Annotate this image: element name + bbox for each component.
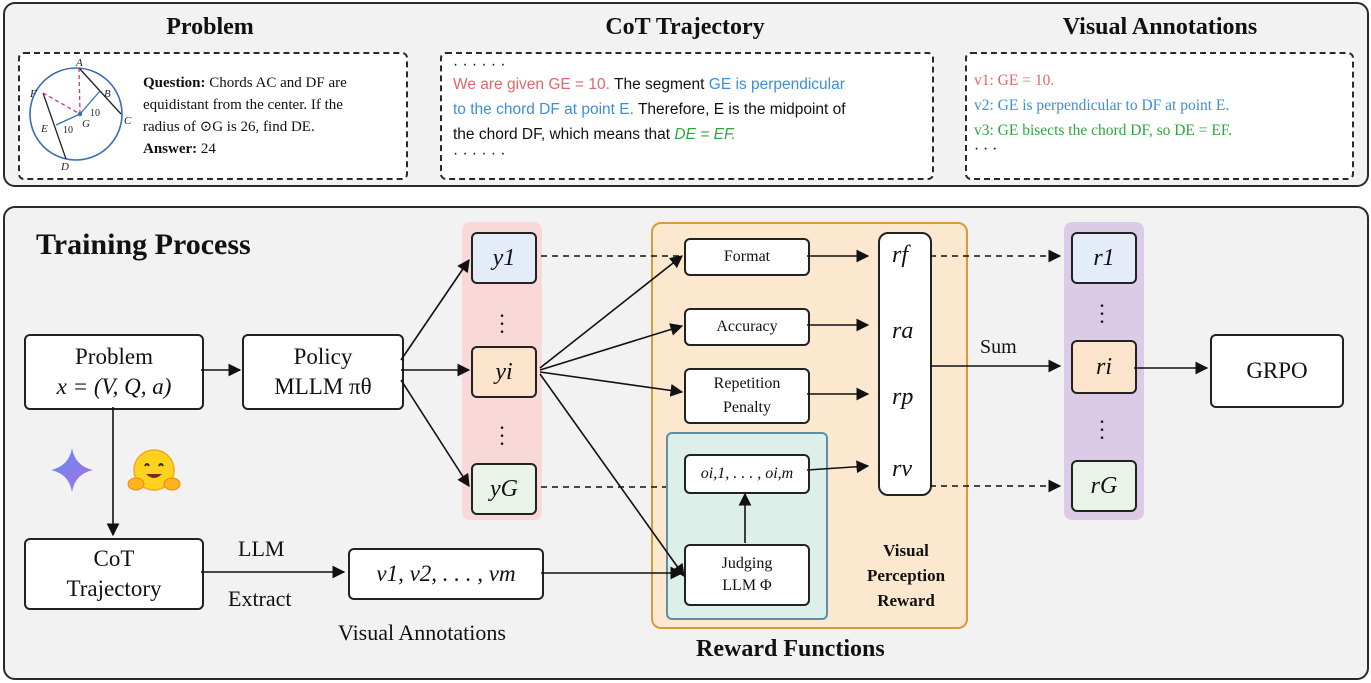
r-v-label: rv [892, 456, 912, 482]
question-line-1: Chords AC and DF are [209, 75, 347, 91]
r-f-label: rf [892, 242, 909, 268]
yG-node: yG [471, 463, 537, 515]
r-upper-dots: ··· [1098, 293, 1106, 334]
cot-text: · · · · · · We are given GE = 10. The se… [453, 56, 846, 162]
visual-annotations-box [965, 52, 1354, 180]
grpo-node: GRPO [1210, 334, 1344, 408]
cot-therefore-text: Therefore, E is the midpoint of [633, 101, 846, 118]
visual-annotations-caption: Visual Annotations [338, 620, 506, 645]
visual-annotations-node: v1, v2, . . . , vm [348, 548, 544, 600]
question-line-3: radius of ⊙G is 26, find DE. [143, 119, 315, 135]
cot-node-label-2: Trajectory [66, 576, 162, 601]
cot-trajectory-node: CoT Trajectory [24, 538, 204, 610]
sum-label: Sum [980, 336, 1017, 358]
penalty-label: Penalty [723, 399, 771, 416]
judging-label: Judging [721, 555, 773, 573]
cot-given: We are given GE = 10. [453, 76, 610, 93]
vpr-line-2: Perception [866, 566, 946, 585]
annotation-v3: v3: GE bisects the chord DF, so DE = EF. [974, 122, 1233, 139]
cot-node-label-1: CoT [93, 546, 135, 572]
y-upper-dots: ··· [498, 303, 506, 344]
y1-node: y1 [471, 232, 537, 284]
accuracy-reward-node: Accuracy [684, 308, 810, 346]
policy-node: Policy MLLM πθ [242, 334, 404, 410]
question-line-2: equidistant from the center. If the [143, 97, 343, 113]
cot-chord-point: to the chord DF at point E. [453, 101, 634, 118]
format-reward-node: Format [684, 238, 810, 276]
judging-llm-node: Judging LLM Φ [684, 544, 810, 606]
r1-node: r1 [1071, 232, 1137, 284]
problem-node-label: Problem [75, 344, 153, 370]
problem-node: Problem x = (V, Q, a) [24, 334, 204, 410]
cot-dots-top: · · · · · · [453, 56, 506, 73]
cot-perpendicular: GE is perpendicular [708, 76, 845, 93]
cot-equal: DE = EF. [674, 126, 736, 143]
repetition-label: Repetition [713, 375, 781, 392]
visual-perception-reward-label: Visual Perception Reward [858, 538, 954, 613]
r-a-label: ra [892, 318, 914, 344]
visual-annotations-list: v1: GE = 10. v2: GE is perpendicular to … [974, 68, 1232, 157]
vpr-line-3: Reward [877, 591, 935, 610]
extract-label: Extract [228, 586, 292, 611]
training-title: Training Process [36, 228, 251, 261]
cot-segment-text: The segment [609, 76, 709, 93]
visual-annotations-title: Visual Annotations [1062, 14, 1258, 40]
ri-node: ri [1071, 340, 1137, 394]
answer-label: Answer: [143, 141, 198, 157]
judging-model: LLM Φ [722, 577, 772, 594]
cot-chord-text: the chord DF, which means that [453, 126, 675, 143]
question-text: Question: Chords AC and DF are equidista… [143, 72, 347, 160]
llm-label: LLM [238, 536, 285, 561]
r-p-label: rp [892, 384, 914, 410]
vpr-line-1: Visual [883, 541, 929, 560]
annotation-v1: v1: GE = 10. [974, 72, 1055, 89]
problem-title: Problem [166, 14, 254, 40]
r-lower-dots: ··· [1098, 409, 1106, 450]
problem-node-formula: x = (V, Q, a) [56, 374, 172, 399]
reward-functions-caption: Reward Functions [696, 636, 885, 662]
rG-node: rG [1071, 460, 1137, 512]
cot-title: CoT Trajectory [605, 14, 765, 40]
cot-dots-bottom: · · · · · · [453, 145, 506, 162]
observations-node: oi,1, . . . , oi,m [684, 454, 810, 494]
policy-node-label: Policy [293, 344, 353, 370]
answer-value: 24 [200, 141, 216, 157]
cot-box [440, 52, 934, 180]
question-label: Question: [143, 75, 206, 91]
yi-node: yi [471, 346, 537, 398]
repetition-penalty-node: Repetition Penalty [684, 368, 810, 424]
reward-vector-node [878, 232, 932, 496]
annotation-v2: v2: GE is perpendicular to DF at point E… [974, 97, 1230, 114]
policy-node-model: MLLM πθ [274, 374, 372, 399]
y-lower-dots: ··· [498, 415, 506, 456]
annotation-dots: · · · [974, 141, 998, 158]
